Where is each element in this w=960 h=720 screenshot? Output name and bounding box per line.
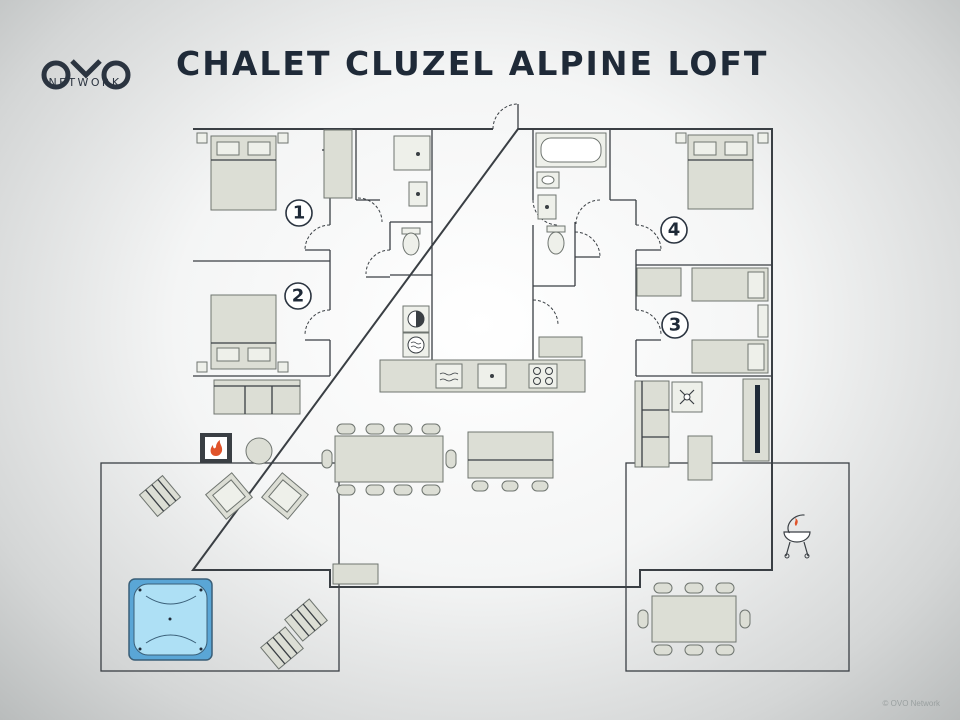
oven-icon [435,363,463,389]
kitchen-island [467,431,554,492]
barbecue-icon [783,514,811,559]
bathroom-right [535,132,607,358]
building-outline [191,128,773,588]
room-label-2: 2 [292,286,305,307]
bedroom-1-furniture [196,129,353,211]
bedroom-2-furniture [196,294,289,373]
room-label-4: 4 [668,220,681,241]
toilet-icon [401,227,421,256]
ovo-logo [41,59,131,90]
toilet-icon [546,225,566,255]
room-label-1: 1 [293,203,306,224]
entrance-door [492,103,519,130]
room-number-4: 4 [660,216,688,244]
coffee-table [687,435,713,481]
armchair-left [204,472,254,520]
bedroom-3-furniture [636,267,769,374]
hot-tub-icon [128,578,213,661]
dryer-icon [402,305,430,333]
bathroom-left [393,135,431,358]
round-table [245,437,273,465]
outdoor-dining-table [637,582,751,656]
logo-wordmark: NETWORK [48,76,122,89]
tv-icon [742,378,770,462]
terrace-right [625,462,850,672]
room-number-3: 3 [661,311,689,339]
sun-lounger [284,598,328,642]
kitchen-counter [379,359,586,393]
page-title: CHALET CLUZEL ALPINE LOFT [176,44,769,83]
side-table [671,381,703,413]
doormat [332,563,379,585]
sink-icon [477,363,507,389]
room-number-2: 2 [284,282,312,310]
cooktop-icon [528,363,558,389]
sofa-left [213,379,301,415]
fireplace-icon [200,433,232,463]
interior-walls [193,129,772,377]
dining-table [321,423,457,496]
doors [233,197,740,571]
armchair-right [260,472,310,520]
room-number-1: 1 [285,199,313,227]
washing-machine-icon [402,332,430,358]
sofa-right [634,380,670,468]
room-label-3: 3 [669,315,682,336]
copyright-credit: © OVO Network [882,699,940,708]
sun-lounger [138,474,182,518]
bedroom-4-furniture [675,132,769,210]
sun-lounger [260,626,304,670]
